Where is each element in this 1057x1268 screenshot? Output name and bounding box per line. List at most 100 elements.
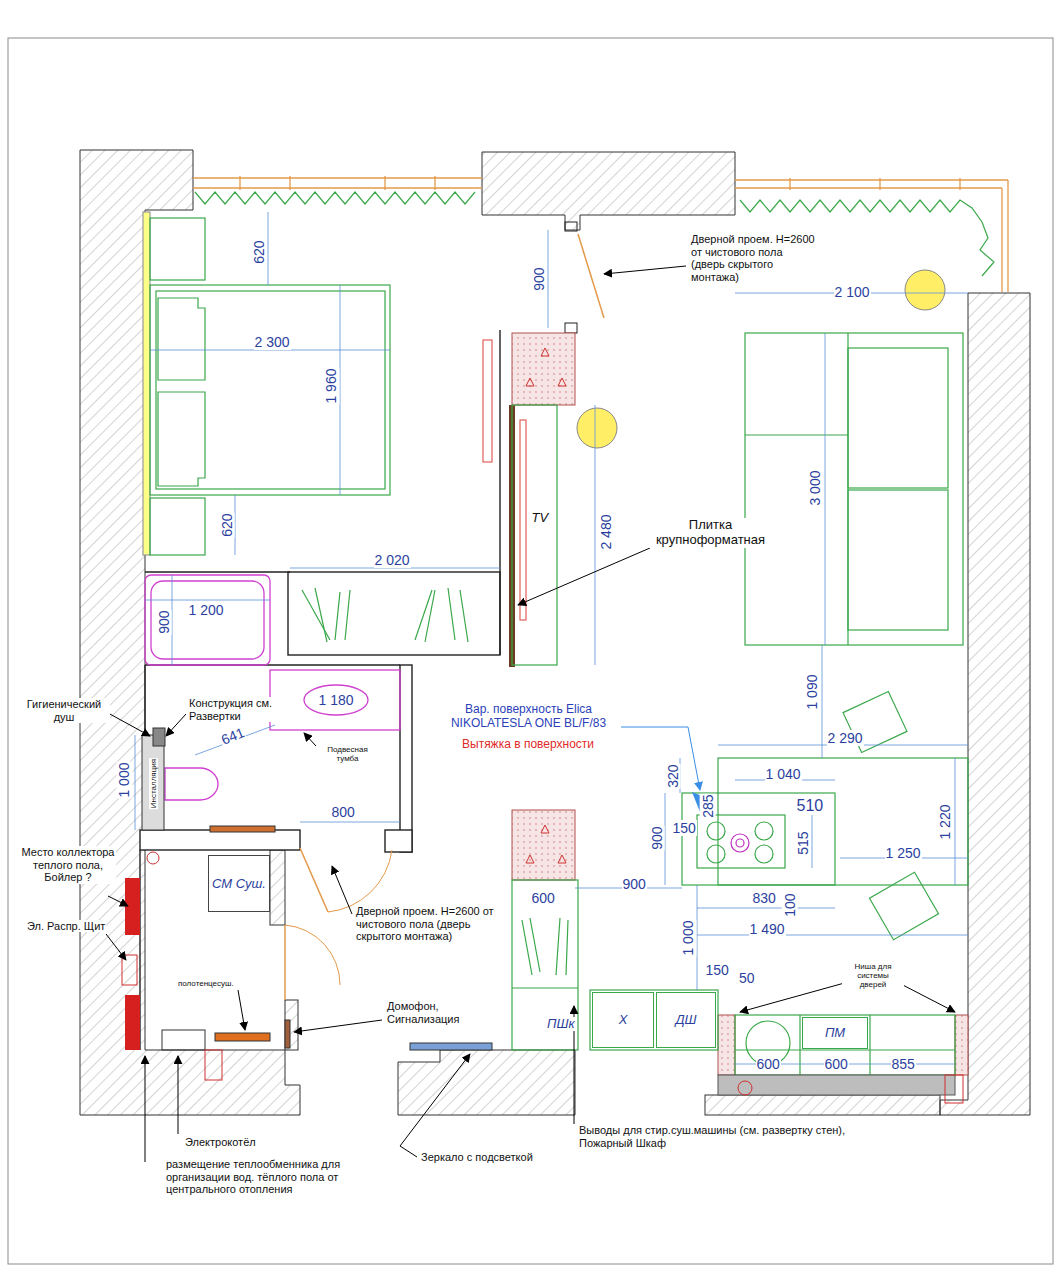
bathroom-fixtures <box>145 575 400 800</box>
doors-part <box>565 323 577 333</box>
living-furniture-part <box>755 845 773 863</box>
lamps-part <box>905 270 945 310</box>
dimension-label: 900 <box>648 825 664 850</box>
dimension-label: 320 <box>664 763 680 788</box>
dimension-label: 2 480 <box>598 514 614 551</box>
dimension-label: 641 <box>217 724 247 748</box>
walls-part <box>482 152 735 230</box>
dimension-lines-part <box>697 885 698 990</box>
dimension-label: 855 <box>891 1056 916 1072</box>
bedroom-furniture-part <box>315 588 327 642</box>
windows-part <box>239 176 240 190</box>
dimension-label: 515 <box>794 830 810 855</box>
dishwasher-box: ДШ <box>656 992 716 1048</box>
partitions-part <box>288 572 500 655</box>
dimension-label: 1 000 <box>680 920 696 957</box>
windows-part <box>193 187 482 188</box>
utility-room-part <box>122 955 137 985</box>
dimension-label: 600 <box>824 1056 849 1072</box>
bedroom-furniture-part <box>156 291 385 489</box>
windows-part <box>879 178 880 190</box>
dimension-lines-part <box>955 758 956 885</box>
walls-part <box>80 150 300 1115</box>
leader-arrows-part <box>294 1020 382 1032</box>
cooktop-note: Вар. поверхность Elica NIKOLATESLA ONE B… <box>436 703 621 731</box>
living-furniture-part <box>848 348 948 488</box>
bedroom-furniture-part <box>150 285 390 495</box>
kitchen-wall-strip <box>718 1075 963 1103</box>
dimension-label: 1 040 <box>765 766 802 782</box>
windows-part <box>959 178 960 190</box>
kitchen-cabinets-part <box>735 1015 955 1075</box>
walls <box>80 150 1030 1115</box>
bedroom-furniture-part <box>150 218 205 280</box>
leader-arrows-part <box>178 1056 179 1134</box>
utility-room-part <box>162 1030 205 1050</box>
living-furniture-part <box>707 845 725 863</box>
panel-note: Эл. Распр. Щит <box>26 920 106 933</box>
leader-arrows-part <box>238 990 245 1030</box>
towel-rail-label: полотенцесуш. <box>177 979 235 988</box>
leader-arrows <box>106 266 955 1162</box>
dimension-lines-part <box>268 212 269 285</box>
dimension-label: 900 <box>155 609 171 634</box>
kitchen-cabinets-part <box>556 918 560 975</box>
living-furniture-part <box>707 822 725 840</box>
utility-room-part <box>125 995 140 1050</box>
doors-part <box>578 234 604 318</box>
windows-part <box>735 179 1008 180</box>
dimension-lines-part <box>340 285 341 495</box>
living-furniture-part <box>682 793 835 885</box>
dimension-label: 285 <box>699 793 715 818</box>
kitchen-cabinets-part <box>869 1015 870 1075</box>
dimension-lines-part <box>697 908 835 909</box>
door-note: Дверной проем. H=2600 от чистового пола … <box>355 905 505 943</box>
installation-label: Инсталляция <box>149 757 158 808</box>
walls-part <box>398 1050 575 1115</box>
windows-part <box>289 176 290 190</box>
bedroom-furniture-part <box>415 590 432 640</box>
kitchen-cabinets-part <box>530 918 540 972</box>
dimension-label: 3 000 <box>807 470 823 507</box>
tv-label: TV <box>531 511 550 526</box>
pink-columns-part <box>526 378 534 386</box>
dimension-label: 1 250 <box>885 845 922 861</box>
pink-columns-part <box>512 810 575 880</box>
dimension-lines-part <box>812 815 813 868</box>
dimension-lines-part <box>697 935 968 936</box>
living-furniture-part <box>736 839 744 847</box>
dimension-lines-part <box>825 333 826 645</box>
dimension-label: 150 <box>672 820 697 836</box>
dimension-label: 50 <box>738 970 756 986</box>
living-furniture-part <box>755 822 773 840</box>
dimension-label: 2 300 <box>254 334 291 350</box>
installation-part <box>142 735 164 830</box>
walls-part <box>705 1095 940 1115</box>
intercom-note: Домофон, Сигнализация <box>386 1000 471 1025</box>
lamps <box>577 270 945 448</box>
windows-part <box>789 178 790 190</box>
mirror-part <box>410 1043 492 1050</box>
dimension-lines-part <box>822 645 823 758</box>
niche-note: Ниша для системы дверей <box>842 962 904 990</box>
bedroom-furniture <box>143 212 526 642</box>
washer-dryer-box: СМ Суш. <box>208 855 270 912</box>
installation <box>142 728 165 830</box>
leader-arrows-part <box>518 548 650 605</box>
living-furniture-part <box>731 834 749 852</box>
kitchen-cabinets-part <box>522 920 532 975</box>
utility-room-part <box>205 1050 222 1080</box>
leader-arrows-part <box>740 982 848 1012</box>
dimension-label: 1 490 <box>749 921 786 937</box>
pink-columns-part <box>718 1015 735 1075</box>
bedroom-furniture-part <box>158 392 205 486</box>
cooktop-leader-part <box>605 727 700 790</box>
windows-part <box>735 187 1002 188</box>
utility-room-part <box>285 1020 290 1048</box>
doors-part <box>328 850 392 912</box>
cabinet-label: ПШк <box>546 1017 576 1032</box>
dimension-label: 1 180 <box>318 692 355 708</box>
living-furniture-part <box>745 333 963 645</box>
bedroom-furniture-part <box>425 590 435 642</box>
